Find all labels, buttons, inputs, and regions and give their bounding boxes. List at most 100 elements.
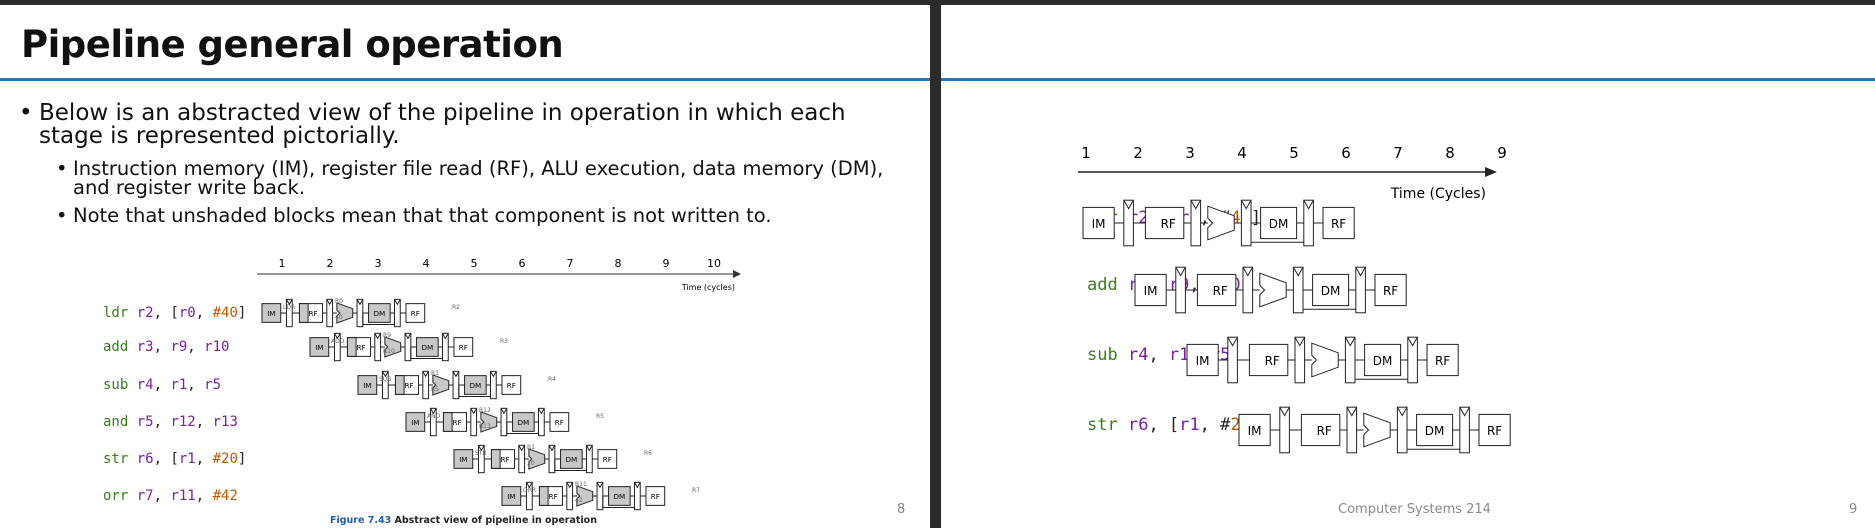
rf-block [1196, 273, 1237, 307]
pipeline-register [1123, 199, 1134, 247]
wb-rf-label: RF [1435, 354, 1450, 368]
operand: , [154, 339, 171, 355]
operand: , [187, 339, 204, 355]
time-tick-label: 5 [1289, 144, 1299, 162]
time-tick-label: 1 [1081, 144, 1091, 162]
im-label: IM [411, 418, 419, 427]
operand: , # [1200, 415, 1231, 435]
time-tick-label: 8 [615, 257, 622, 270]
clock-mark [430, 408, 437, 415]
im-label: IM [1144, 284, 1158, 298]
wb-rf-block [405, 303, 426, 323]
operand: , [154, 377, 171, 393]
im-label: IM [1196, 354, 1210, 368]
rf-src-b: 20 [527, 460, 535, 467]
mnemonic-tag: STR [475, 450, 487, 457]
im-label: IM [267, 309, 275, 318]
rf-write-half [538, 486, 549, 506]
wb-dest: R5 [596, 413, 604, 420]
dm-block [1364, 343, 1402, 377]
dm-block [1260, 206, 1298, 240]
wb-dest: R4 [548, 376, 556, 383]
rf-src-a: R9 [383, 332, 391, 339]
pipeline-register [1292, 266, 1304, 314]
operand: ] [238, 451, 246, 467]
operand: , [ [154, 451, 179, 467]
wb-rf-block [1374, 273, 1407, 307]
dm-label: DM [517, 418, 529, 427]
alu-block [576, 485, 594, 507]
pipeline-register [1294, 336, 1306, 384]
rf-src-b: R10 [383, 348, 395, 355]
wb-rf-block [501, 375, 522, 395]
opcode: str [1087, 415, 1128, 435]
mnemonic-tag: ORR [523, 487, 536, 494]
wb-rf-label: RF [1331, 217, 1346, 231]
wb-rf-block [645, 486, 666, 506]
clock-mark [1294, 336, 1306, 347]
operand: , [196, 414, 213, 430]
time-axis-arrow [733, 270, 741, 278]
instruction-label: and r5, r12, r13 [103, 414, 238, 430]
instruction-label: str r6, [r1, #20] [1087, 415, 1261, 435]
clock-mark [442, 333, 449, 340]
wb-dest: R2 [452, 304, 460, 311]
wb-dest: R7 [692, 487, 700, 494]
instruction-label: str r6, [r1, #20] [103, 451, 246, 467]
rf-block [1248, 343, 1289, 377]
rf-label: RF [549, 492, 558, 501]
page-number: 9 [1849, 502, 1858, 517]
clock-mark [1279, 406, 1290, 417]
pipeline-register [1355, 266, 1366, 314]
wb-rf-block [597, 449, 618, 469]
rf-write-half [394, 375, 405, 395]
wb-rf-label: RF [459, 343, 468, 352]
opcode: orr [103, 488, 137, 504]
opcode: and [103, 414, 137, 430]
alu-block [432, 374, 450, 396]
rf-src-b: 40 [335, 314, 343, 321]
operand: r1 [1179, 415, 1199, 435]
slide-8: Pipeline general operation • Below is an… [0, 5, 930, 528]
instruction-label: add r3, r9, r10 [103, 339, 229, 355]
bypass-wire [506, 422, 542, 435]
dm-label: DM [613, 492, 625, 501]
clock-mark [1396, 406, 1408, 417]
time-axis-label: Time (cycles) [681, 283, 735, 292]
im-label: IM [459, 455, 467, 464]
im-block [1186, 343, 1219, 377]
operand: ] [238, 305, 246, 321]
operand: r5 [137, 414, 154, 430]
operand: r12 [170, 414, 195, 430]
time-tick-label: 7 [1393, 144, 1403, 162]
sub-bullet-2: • Note that unshaded blocks mean that th… [56, 204, 896, 227]
clock-mark [478, 445, 485, 452]
time-tick-label: 8 [1445, 144, 1455, 162]
clock-mark [1292, 266, 1304, 277]
rf-label: RF [357, 343, 366, 352]
rf-label: RF [453, 418, 462, 427]
operand: , [187, 377, 204, 393]
rf-src-a: R11 [575, 481, 587, 488]
dm-block [1416, 413, 1454, 447]
alu-block [384, 336, 402, 358]
time-axis-arrow [1485, 167, 1497, 177]
wb-dest: R6 [644, 450, 652, 457]
pipeline-register [1227, 336, 1238, 384]
rf-label: RF [1265, 354, 1280, 368]
clock-mark [1303, 199, 1314, 210]
operand: , [196, 451, 213, 467]
rf-label: RF [501, 455, 510, 464]
operand: r6 [137, 451, 154, 467]
clock-mark [394, 299, 401, 306]
operand: r0 [179, 305, 196, 321]
rf-src-a: R1 [431, 370, 439, 377]
time-tick-label: 10 [707, 257, 721, 270]
sub-bullet-text: Note that unshaded blocks mean that that… [73, 204, 772, 227]
clock-mark [452, 371, 460, 378]
